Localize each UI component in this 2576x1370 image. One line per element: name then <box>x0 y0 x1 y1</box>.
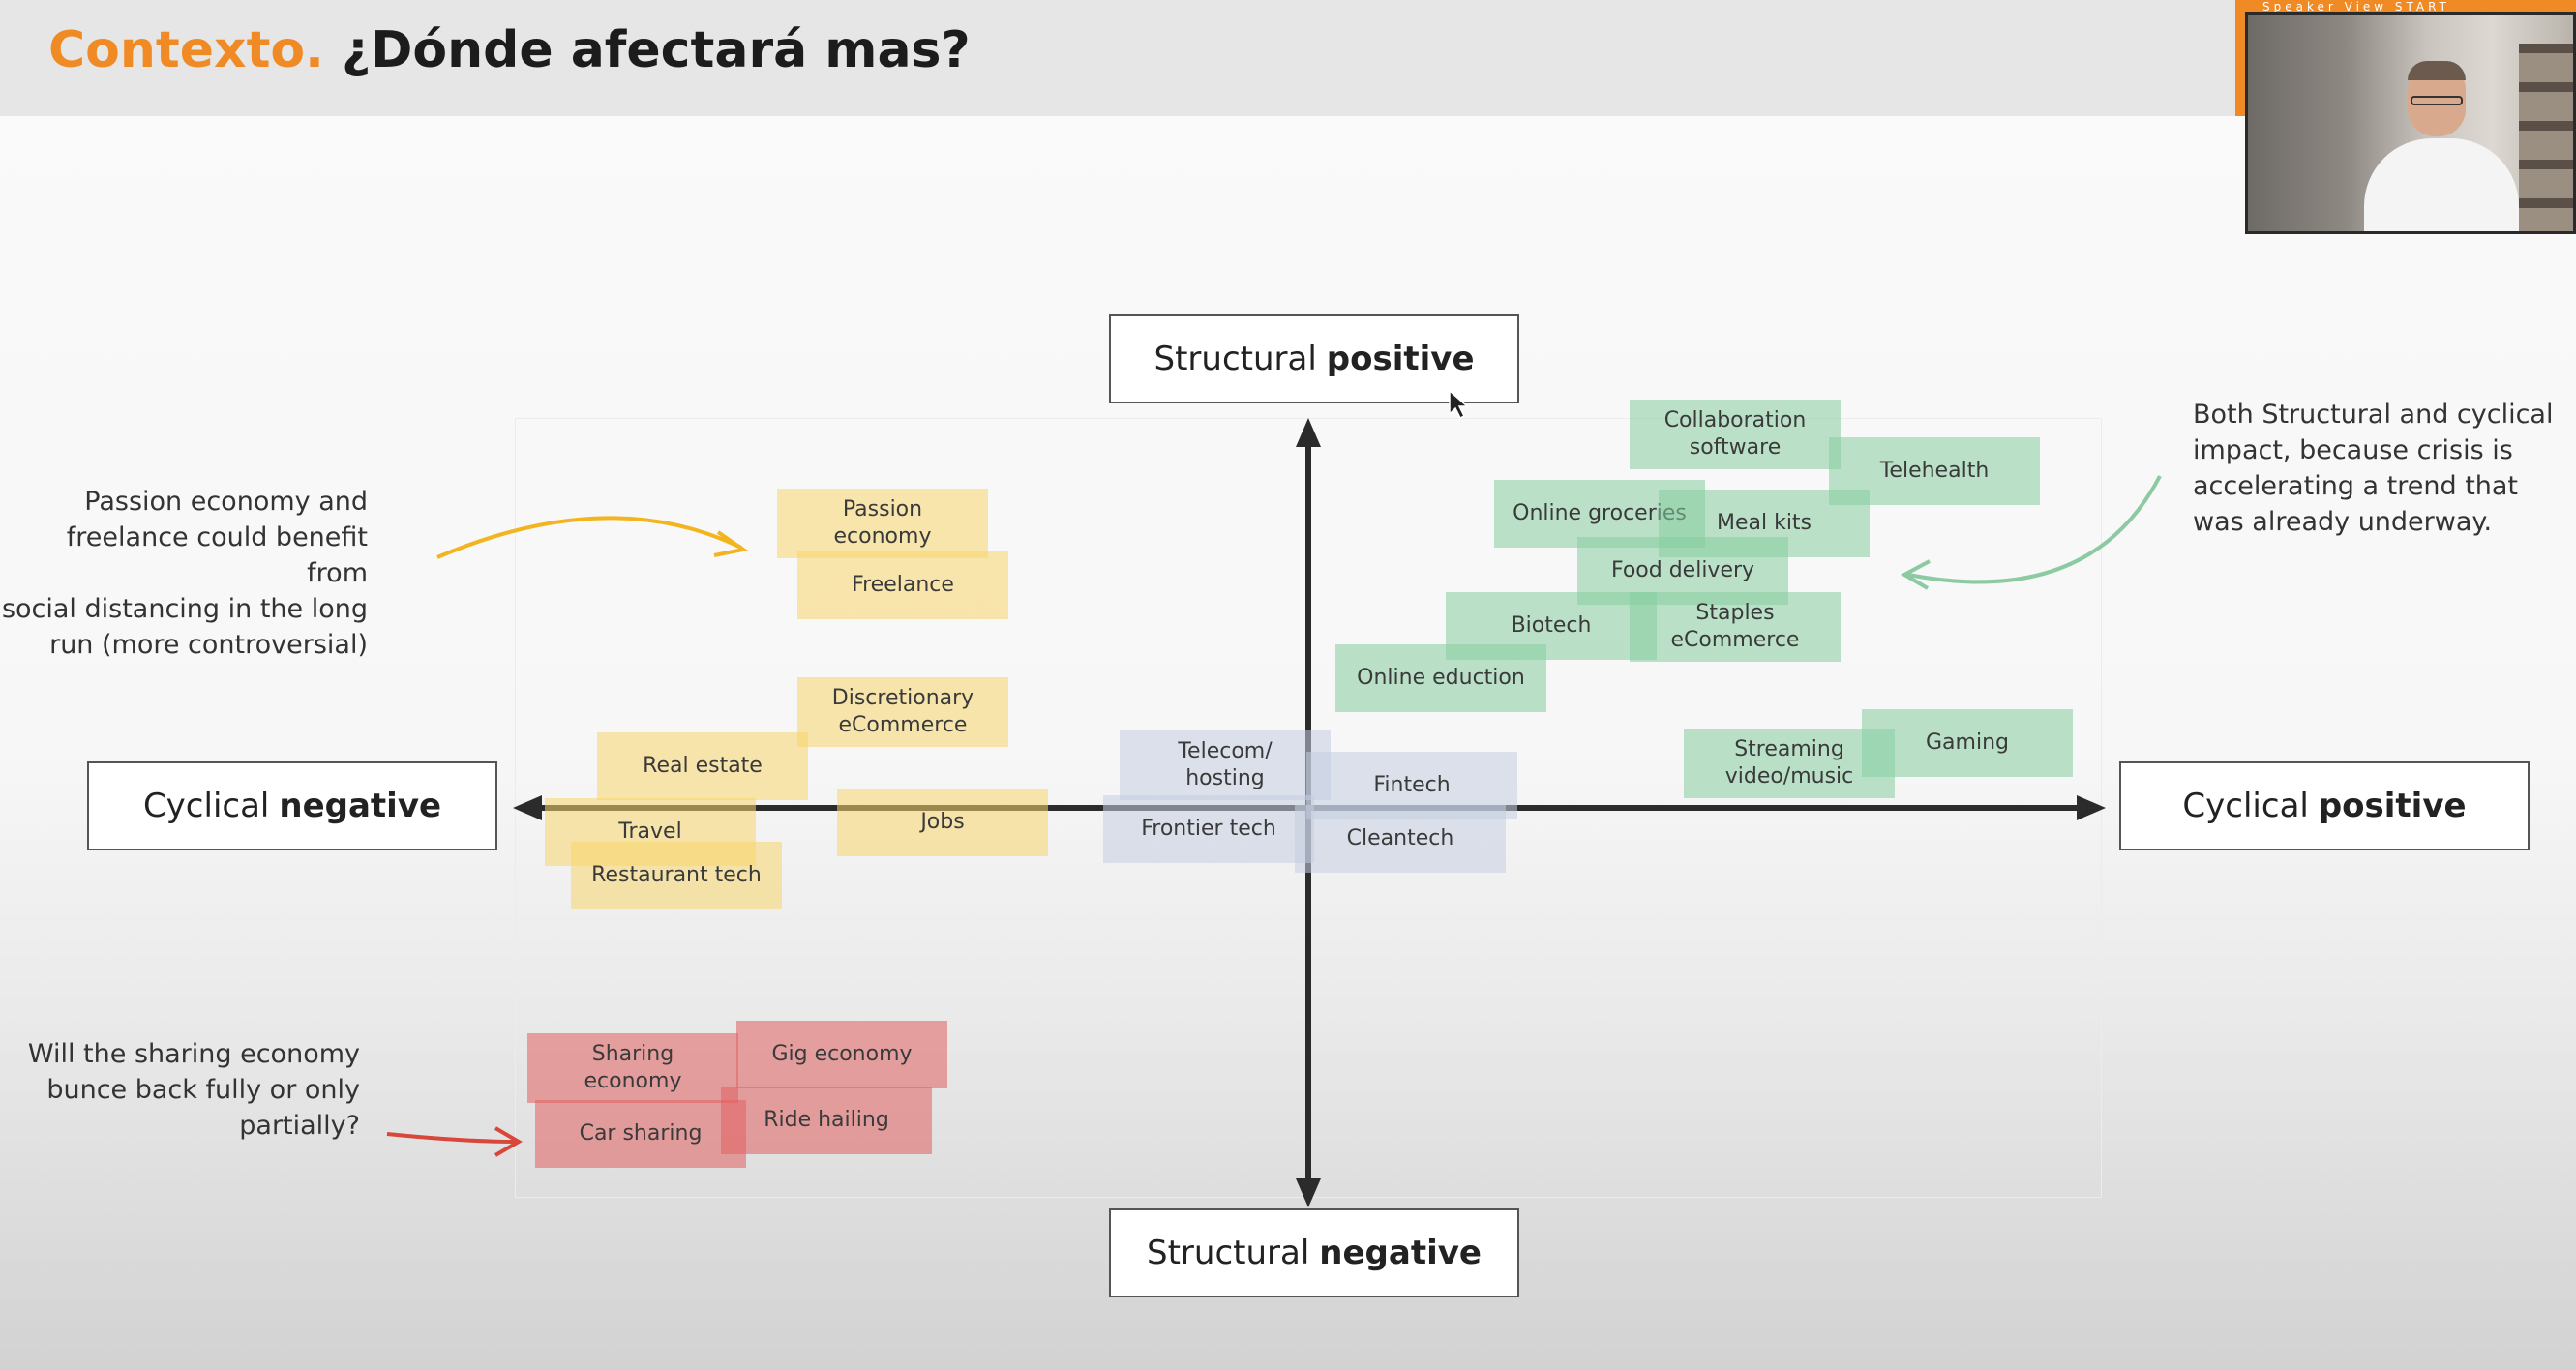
green-curved-arrow <box>1904 476 2160 588</box>
yellow-curved-arrow <box>437 518 743 557</box>
red-arrow <box>387 1128 519 1155</box>
mouse-cursor-icon <box>1450 391 1467 418</box>
